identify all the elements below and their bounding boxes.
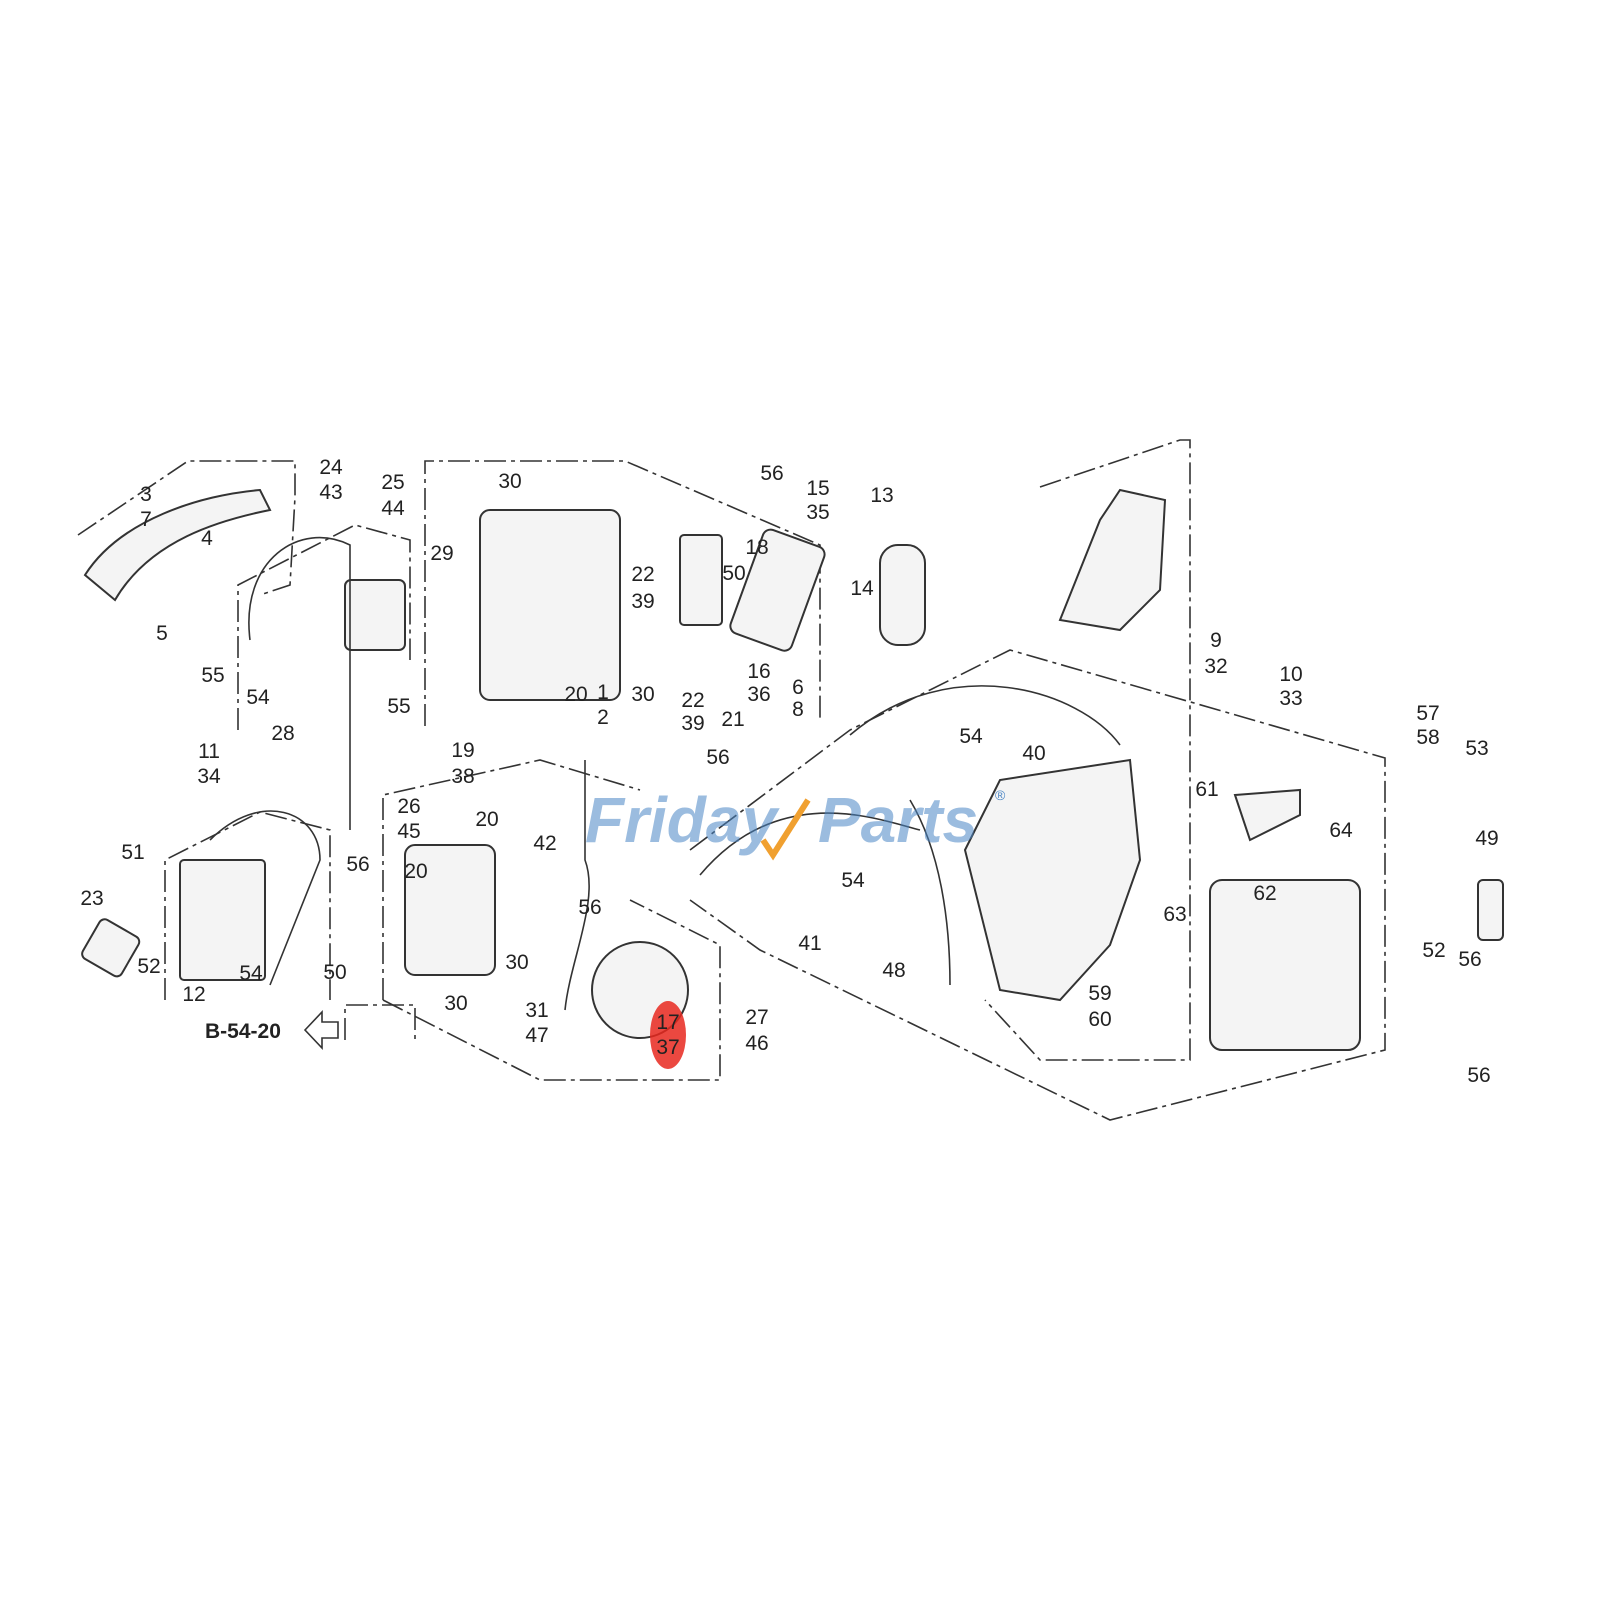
reference-arrow: B-54-20 — [205, 1009, 339, 1051]
callout-54: 54 — [246, 686, 270, 709]
callout-36: 36 — [747, 683, 770, 706]
callout-13: 13 — [870, 484, 893, 507]
callout-55: 55 — [387, 695, 410, 718]
callout-50: 50 — [722, 562, 745, 585]
callout-21: 21 — [721, 708, 744, 731]
callout-58: 58 — [1416, 726, 1439, 749]
callout-18: 18 — [745, 536, 768, 559]
callout-30: 30 — [498, 470, 521, 493]
callout-54: 54 — [841, 869, 865, 892]
callout-51: 51 — [121, 841, 144, 864]
callout-30: 30 — [444, 992, 467, 1015]
callout-25: 25 — [381, 471, 404, 494]
callout-20: 20 — [564, 683, 587, 706]
callout-55: 55 — [201, 664, 224, 687]
callout-34: 34 — [197, 765, 221, 788]
callout-30: 30 — [505, 951, 528, 974]
callout-22: 22 — [681, 689, 704, 712]
callout-56: 56 — [346, 853, 369, 876]
callout-1: 1 — [597, 681, 609, 704]
group-boxes — [77, 439, 1386, 1121]
callout-2: 2 — [597, 706, 609, 729]
callout-64: 64 — [1329, 819, 1353, 842]
callout-35: 35 — [806, 501, 829, 524]
callout-26: 26 — [397, 795, 420, 818]
callout-53: 53 — [1465, 737, 1488, 760]
callout-6: 6 — [792, 676, 804, 699]
callout-47: 47 — [525, 1024, 548, 1047]
callout-44: 44 — [381, 497, 405, 520]
callout-3: 3 — [140, 483, 152, 506]
callout-60: 60 — [1088, 1008, 1111, 1031]
callout-37: 37 — [656, 1036, 679, 1059]
callout-48: 48 — [882, 959, 905, 982]
callout-20: 20 — [404, 860, 427, 883]
callout-56: 56 — [1458, 948, 1481, 971]
callout-43: 43 — [319, 481, 342, 504]
callout-5: 5 — [156, 622, 168, 645]
callout-29: 29 — [430, 542, 453, 565]
callout-31: 31 — [525, 999, 548, 1022]
callout-52: 52 — [1422, 939, 1445, 962]
highlight-circle — [650, 1001, 686, 1069]
callout-7: 7 — [140, 508, 152, 531]
callout-56: 56 — [706, 746, 729, 769]
callout-17: 17 — [656, 1011, 679, 1034]
callout-57: 57 — [1416, 702, 1439, 725]
callout-10: 10 — [1279, 663, 1302, 686]
watermark: Friday Parts ® — [585, 784, 1006, 861]
callout-39: 39 — [631, 590, 654, 613]
callout-46: 46 — [745, 1032, 768, 1055]
callout-50: 50 — [323, 961, 346, 984]
callout-22: 22 — [631, 563, 654, 586]
callout-56: 56 — [760, 462, 783, 485]
watermark-checkmark-icon — [760, 798, 811, 861]
callout-61: 61 — [1195, 778, 1218, 801]
callout-38: 38 — [451, 765, 474, 788]
callout-24: 24 — [319, 456, 343, 479]
watermark-text-right: Parts — [818, 784, 978, 856]
callout-15: 15 — [806, 477, 829, 500]
callout-20: 20 — [475, 808, 498, 831]
callout-56: 56 — [1467, 1064, 1490, 1087]
callout-11: 11 — [198, 740, 220, 763]
callout-63: 63 — [1163, 903, 1186, 926]
callout-4: 4 — [201, 527, 213, 550]
callout-54: 54 — [959, 725, 983, 748]
callout-42: 42 — [533, 832, 556, 855]
callout-39: 39 — [681, 712, 704, 735]
callout-14: 14 — [850, 577, 874, 600]
callout-45: 45 — [397, 820, 420, 843]
callout-16: 16 — [747, 660, 770, 683]
callout-62: 62 — [1253, 882, 1276, 905]
callout-27: 27 — [745, 1006, 768, 1029]
callout-59: 59 — [1088, 982, 1111, 1005]
reference-label: B-54-20 — [205, 1020, 281, 1043]
callout-52: 52 — [137, 955, 160, 978]
registered-mark: ® — [995, 787, 1006, 803]
callout-30: 30 — [631, 683, 654, 706]
callout-19: 19 — [451, 739, 474, 762]
callout-40: 40 — [1022, 742, 1045, 765]
callout-12: 12 — [182, 983, 205, 1006]
callout-41: 41 — [798, 932, 821, 955]
arrow-left-icon — [303, 1009, 339, 1051]
callout-28: 28 — [271, 722, 294, 745]
callout-9: 9 — [1210, 629, 1222, 652]
watermark-text-left: Friday — [585, 784, 780, 856]
callout-8: 8 — [792, 698, 804, 721]
callout-56: 56 — [578, 896, 601, 919]
callout-33: 33 — [1279, 687, 1302, 710]
callout-32: 32 — [1204, 655, 1227, 678]
callout-49: 49 — [1475, 827, 1498, 850]
callout-23: 23 — [80, 887, 103, 910]
callout-54: 54 — [239, 962, 263, 985]
